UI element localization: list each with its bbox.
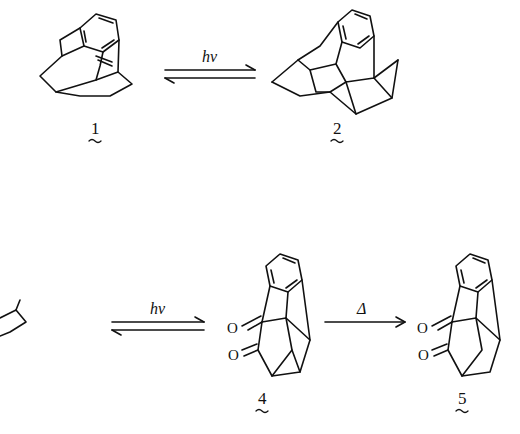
compound-number: 5: [458, 390, 467, 407]
equilibrium-arrows: [165, 65, 255, 83]
molecule-1: [40, 14, 132, 96]
molecule-4: [242, 254, 310, 376]
compound-number: 2: [333, 120, 342, 137]
molecule-5: [432, 254, 500, 376]
atom-label: O: [228, 348, 239, 363]
compound-number: 4: [258, 390, 267, 407]
atom-label: O: [227, 321, 238, 336]
light-symbol: hν: [150, 301, 165, 317]
atom-label: O: [417, 321, 428, 336]
atom-label: O: [418, 348, 429, 363]
equilibrium-arrows: [112, 317, 204, 335]
molecule-2: [272, 10, 398, 114]
heat-arrow: [325, 317, 405, 327]
molecule-3-partial: [0, 300, 26, 336]
light-symbol: hν: [202, 49, 217, 65]
number-tildes: [89, 140, 468, 413]
heat-symbol: Δ: [357, 301, 366, 317]
compound-number: 1: [91, 120, 100, 137]
